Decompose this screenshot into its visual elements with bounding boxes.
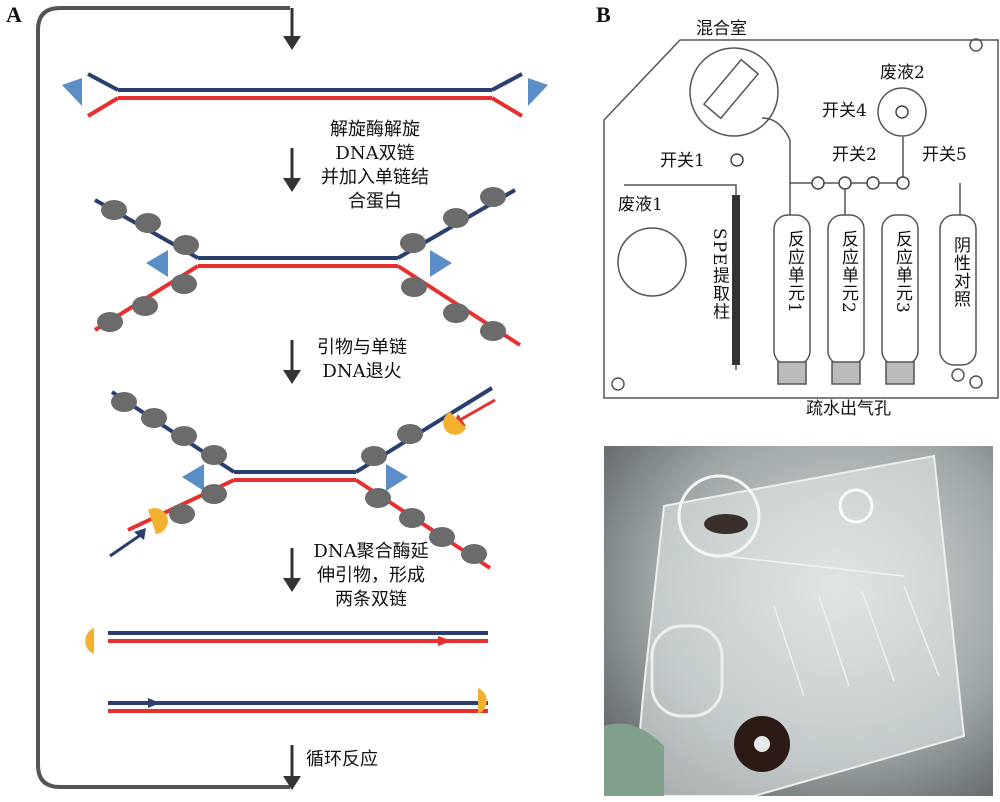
- switch5-label: 开关5: [922, 145, 967, 165]
- ssb-protein: [461, 544, 487, 564]
- helicase-icon: [430, 250, 452, 277]
- switch-icon: [895, 105, 909, 119]
- ssb-protein: [429, 527, 455, 547]
- mixing-chamber-label: 混合室: [696, 19, 747, 39]
- helicase-icon: [146, 250, 168, 277]
- arrow-down-icon: [283, 776, 301, 790]
- primer-icon: [85, 628, 94, 654]
- switch2-label: 开关2: [832, 145, 877, 165]
- unit3-label: 反应单元3: [892, 230, 912, 314]
- waste1-label: 废液1: [618, 195, 663, 215]
- cycle-label: 循环反应: [306, 749, 378, 770]
- ssb-protein: [401, 277, 427, 297]
- negative-control-label: 阴性对照: [950, 236, 970, 308]
- spe-column-label: SPE提取柱: [709, 228, 729, 321]
- primer-icon: [148, 508, 168, 534]
- panel-a-letter: A: [6, 2, 22, 27]
- switch-icon: [896, 176, 910, 190]
- spe-column: [732, 195, 740, 365]
- switch-icon: [730, 153, 744, 167]
- arrow-down-icon: [283, 178, 301, 192]
- vent-holes-label: 疏水出气孔: [806, 399, 891, 419]
- ssb-protein: [101, 200, 127, 220]
- ssb-protein: [361, 446, 387, 466]
- ssb-protein: [111, 392, 137, 412]
- step2-label: 引物与单链 DNA退火: [317, 337, 407, 382]
- ssb-protein: [443, 208, 469, 228]
- unit2-label: 反应单元2: [838, 230, 858, 314]
- ssb-protein: [201, 445, 227, 465]
- helicase-icon: [62, 78, 82, 106]
- arrow-down-icon: [283, 578, 301, 592]
- duplex-2: [108, 688, 488, 714]
- ssb-protein: [397, 424, 423, 444]
- primer-annealing: [109, 386, 496, 570]
- switch1-label: 开关1: [660, 151, 705, 171]
- ssb-protein: [171, 274, 197, 294]
- ssb-protein: [443, 303, 469, 323]
- ssb-protein: [135, 213, 161, 233]
- helicase-icon: [528, 78, 548, 106]
- switch-icon: [838, 176, 852, 190]
- ssb-protein: [365, 488, 391, 508]
- ssb-protein: [399, 508, 425, 528]
- ssb-protein: [173, 235, 199, 255]
- ssb-protein: [400, 233, 426, 253]
- ssb-protein: [132, 296, 158, 316]
- dsdna-unwound-ssb: [93, 187, 522, 347]
- arrow-down-icon: [283, 36, 301, 50]
- switch4-label: 开关4: [822, 101, 867, 121]
- panel-b-letter: B: [596, 2, 611, 27]
- chip-photo: [604, 446, 993, 796]
- panel-a-diagram: [36, 6, 548, 790]
- ssb-protein: [97, 312, 123, 332]
- step1-label: 解旋酶解旋 DNA双链 并加入单链结 合蛋白: [321, 119, 429, 212]
- arrow-down-icon: [283, 370, 301, 384]
- ssb-protein: [201, 484, 227, 504]
- ssb-protein: [480, 321, 506, 341]
- duplex-1: [85, 628, 488, 654]
- cycle-loop: [36, 6, 290, 789]
- primer-icon: [478, 688, 487, 714]
- waste2-label: 废液2: [880, 63, 925, 83]
- helicase-icon: [182, 464, 204, 491]
- ssb-protein: [480, 187, 506, 207]
- helicase-icon: [386, 464, 408, 491]
- unit1-label: 反应单元1: [784, 230, 804, 314]
- primer-icon: [443, 412, 466, 435]
- ssb-protein: [171, 426, 197, 446]
- ssb-protein: [169, 504, 195, 524]
- dsdna-initial: [62, 72, 548, 118]
- ssb-protein: [141, 408, 167, 428]
- step3-label: DNA聚合酶延 伸引物，形成 两条双链: [313, 541, 429, 610]
